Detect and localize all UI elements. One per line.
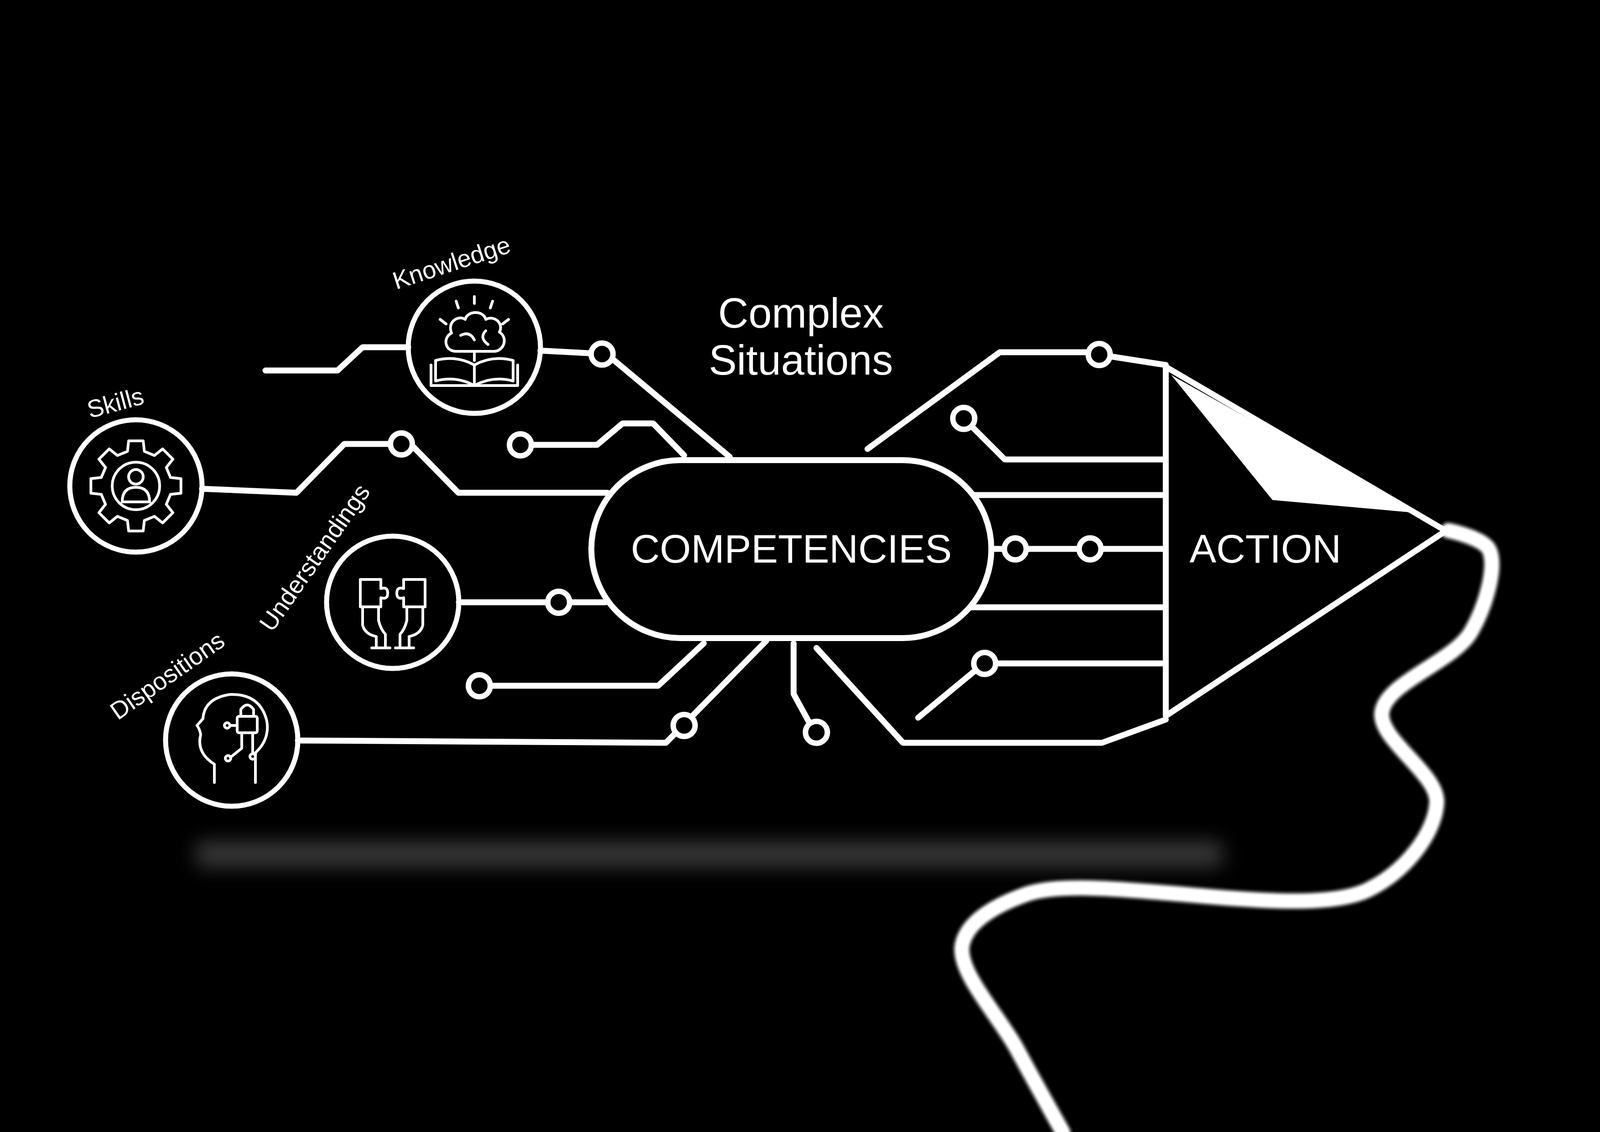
brain-folds: [460, 330, 489, 361]
connector-layer: [202, 350, 1164, 743]
trace-dot: [509, 433, 532, 456]
tip-highlight: [1171, 374, 1417, 513]
puzzle-piece: [360, 579, 388, 607]
trace-dot: [468, 674, 491, 697]
trace-dot: [673, 714, 696, 737]
head-profile: [197, 694, 268, 783]
trace: [531, 423, 685, 456]
circle-label: Skills: [83, 382, 147, 424]
understandings-circle: Understandings: [322, 532, 463, 672]
cuffs: [371, 646, 414, 650]
gear-person-icon: [90, 440, 181, 531]
circuit-connector: [297, 640, 767, 743]
pencil-outline: [816, 647, 1166, 743]
node-title: ACTION: [1189, 526, 1341, 572]
rays: [440, 296, 509, 324]
node-title: COMPETENCIES: [630, 526, 952, 572]
ground-shadow: [196, 841, 1223, 867]
trace-dot: [1079, 537, 1102, 560]
trace: [918, 669, 977, 718]
trace: [957, 604, 1166, 611]
circle-outline: [404, 277, 545, 417]
trace-dot: [390, 432, 413, 455]
gear-outline: [90, 440, 181, 531]
trace: [265, 347, 409, 371]
circuit-traces: [265, 347, 1166, 743]
circuit-node: [224, 722, 230, 728]
circuit-connector: [540, 350, 730, 457]
circle-border: [408, 280, 541, 414]
trace: [957, 492, 1166, 499]
head-lock-icon: [197, 694, 268, 783]
competencies-pill: COMPETENCIES: [588, 457, 995, 641]
trace-dot: [805, 721, 828, 743]
circle-border: [326, 535, 459, 669]
trace: [971, 425, 1166, 460]
knowledge-circle: Knowledge: [404, 277, 545, 417]
trace-dot: [547, 591, 570, 613]
dispositions-circle: Dispositions: [161, 670, 302, 810]
lock-body: [237, 716, 258, 733]
trace-dot: [591, 342, 613, 365]
circle-label: Understandings: [254, 478, 376, 636]
icons: [90, 296, 518, 783]
circuit-connector: [458, 599, 606, 606]
circle-outline: [161, 670, 302, 810]
trace: [490, 643, 704, 686]
book-cover: [431, 364, 518, 386]
circle-border: [69, 419, 203, 552]
trace-dot: [973, 652, 996, 675]
brain-book-icon: [431, 296, 518, 386]
person-head: [128, 469, 144, 484]
circuit-node: [225, 755, 231, 761]
hands-puzzle-icon: [360, 579, 426, 648]
tip-triangle: [1165, 366, 1446, 716]
puzzle-piece: [396, 579, 426, 607]
trace-dots: [390, 342, 1111, 743]
person-body: [122, 487, 150, 502]
circle-border: [165, 673, 298, 806]
circle-outline: [66, 415, 206, 556]
trace-dot: [1004, 537, 1027, 560]
gear-inner: [112, 462, 160, 510]
circuit-lines: [230, 725, 253, 758]
hand: [400, 606, 423, 648]
trace-dot: [1088, 343, 1111, 366]
trace: [793, 643, 810, 723]
action-tip: ACTION: [1163, 363, 1449, 719]
skills-circle: Skills: [66, 415, 206, 556]
trace: [995, 660, 1166, 667]
brain: [446, 312, 505, 352]
lock-shackle: [240, 704, 254, 717]
trace-dot: [952, 407, 975, 430]
pencil-outline: [1110, 356, 1166, 365]
circuit-node: [249, 753, 256, 759]
circle-outline: [322, 532, 463, 672]
situation-label: Complex Situations: [691, 289, 911, 384]
hand: [362, 606, 386, 648]
